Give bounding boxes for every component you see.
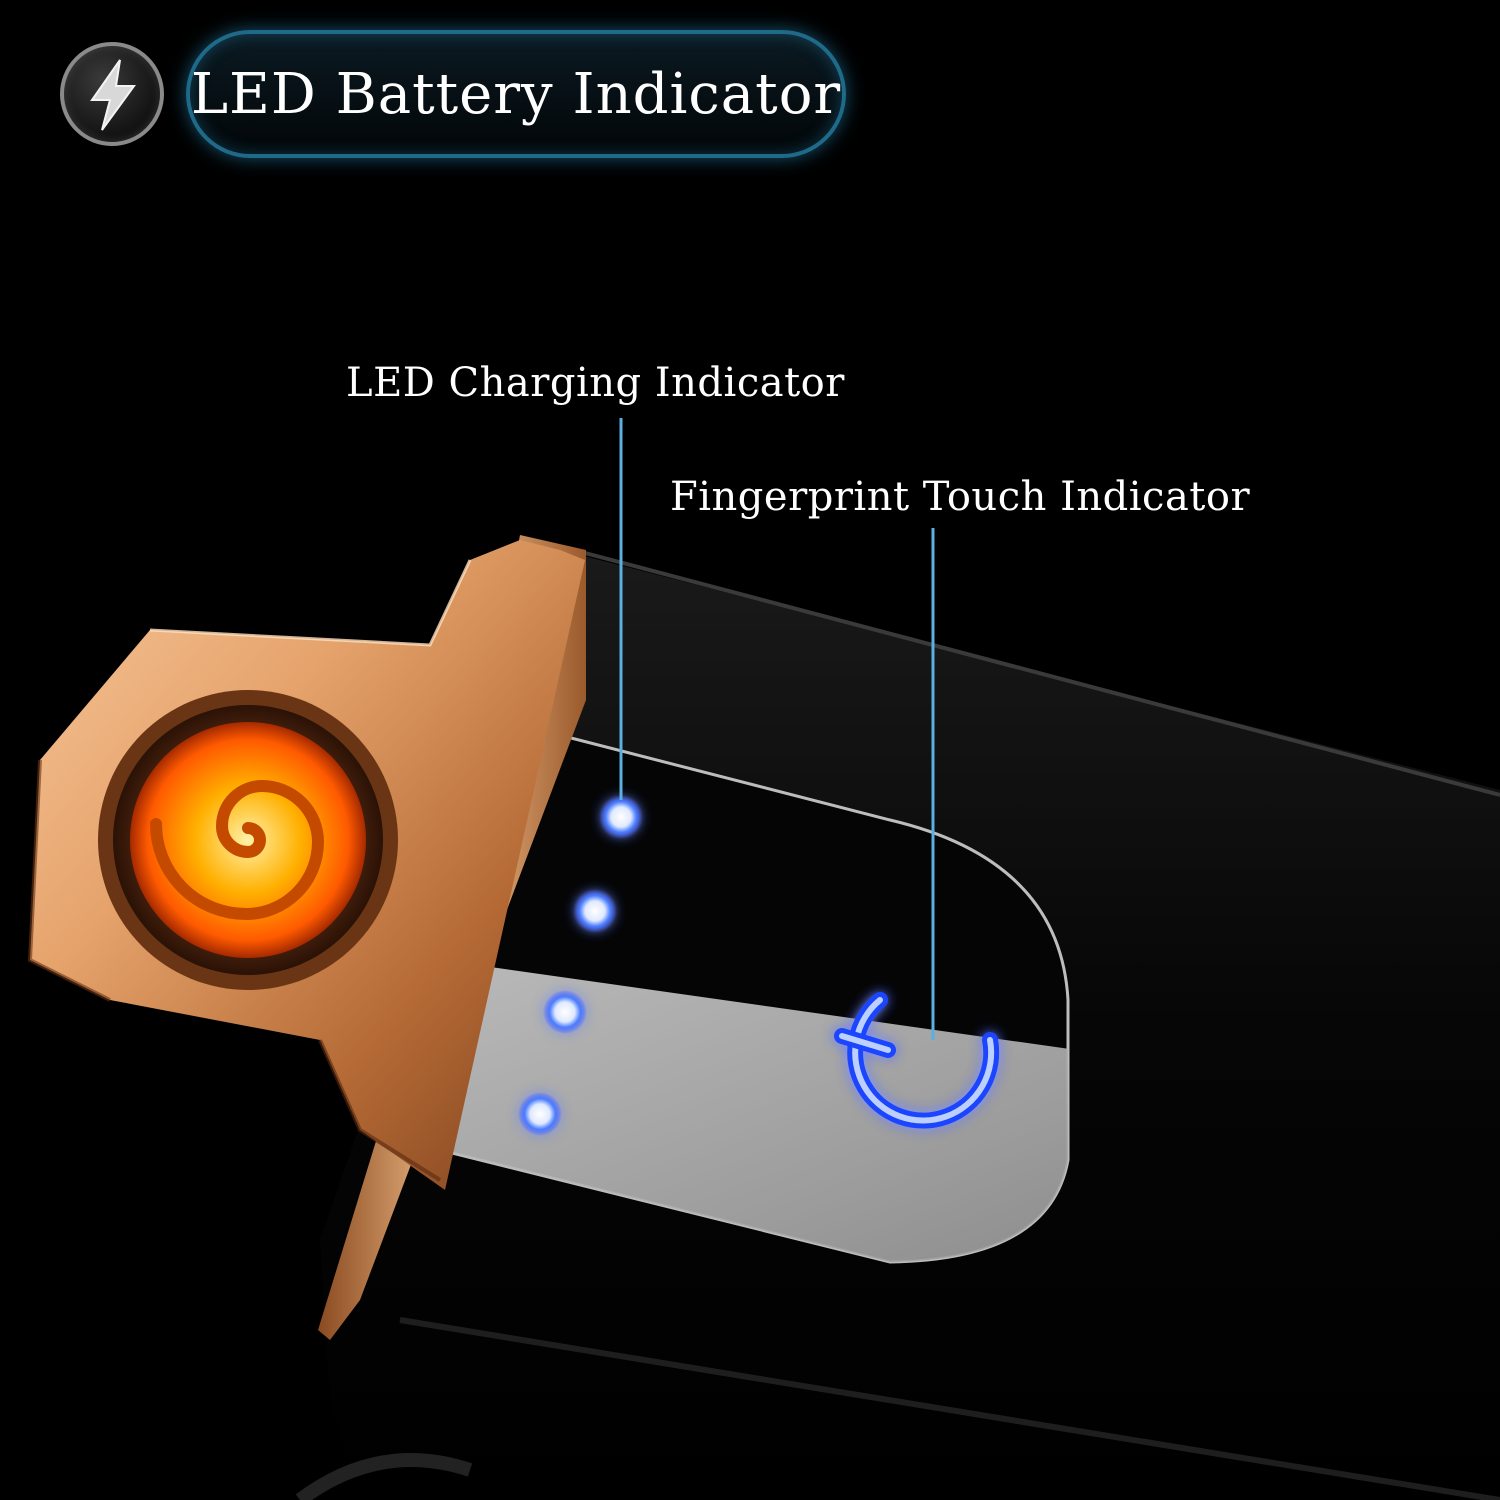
power-icon[interactable]: [834, 992, 1000, 1129]
lightning-bolt-icon: [60, 42, 164, 146]
charging-indicator-label: LED Charging Indicator: [346, 360, 845, 406]
battery-indicator-label: LED Battery Indicator: [190, 61, 842, 127]
led-dot: [573, 889, 617, 933]
spiral-coil-icon: [98, 690, 398, 990]
led-dot: [599, 795, 643, 839]
touch-panel: [438, 728, 1070, 1264]
led-dot: [518, 1092, 562, 1136]
led-dot: [543, 990, 587, 1034]
body-top-edge: [584, 551, 1500, 797]
charging-cable: [295, 1453, 473, 1500]
body-bottom-edge: [399, 1317, 1500, 1500]
battery-indicator-badge: LED Battery Indicator: [186, 30, 846, 158]
touch-indicator-label: Fingerprint Touch Indicator: [670, 474, 1251, 520]
led-charging-dots: [518, 795, 643, 1136]
